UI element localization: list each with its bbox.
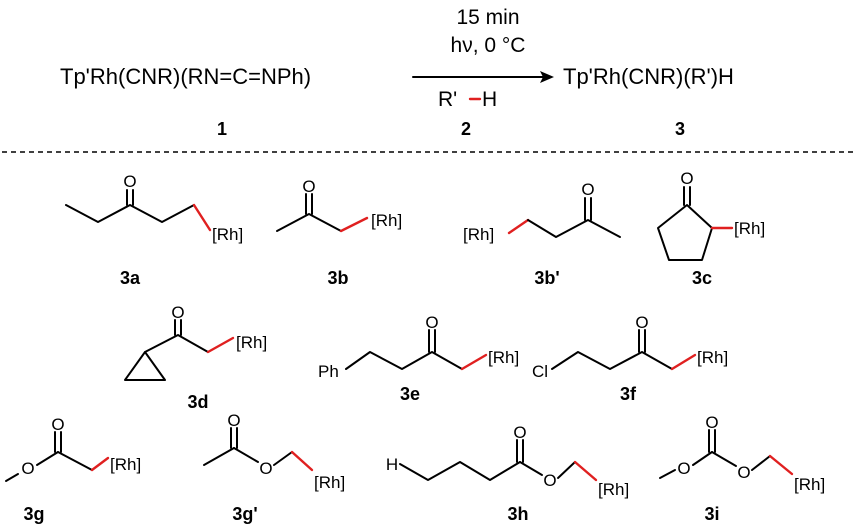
compound-label: 3h (507, 504, 528, 524)
compound-3e: Ph O [Rh] 3e (318, 313, 519, 404)
rhodium-atom: [Rh] (488, 348, 519, 367)
compound-3c: O [Rh] 3c (657, 169, 765, 288)
reagent-label: 2 (461, 119, 471, 139)
compound-3b-prime: [Rh] O 3b' (463, 180, 621, 288)
rhodium-atom: [Rh] (212, 225, 243, 244)
oxygen-atom: O (227, 411, 240, 430)
rhodium-atom: [Rh] (794, 475, 825, 494)
rhodium-atom: [Rh] (697, 348, 728, 367)
reactant-label: 1 (217, 119, 227, 139)
reagent-r-group: R' (438, 88, 457, 111)
phenyl-group: Ph (318, 362, 339, 381)
compound-label: 3i (704, 504, 719, 524)
compound-label: 3a (120, 268, 141, 288)
compound-3g: O O [Rh] 3g (5, 415, 141, 524)
oxygen-atom: O (705, 413, 718, 432)
compound-3b: O [Rh] 3b (276, 177, 402, 288)
compound-3f: Cl O [Rh] 3f (532, 313, 728, 404)
oxygen-atom: O (21, 459, 34, 478)
oxygen-atom: O (680, 169, 693, 188)
reagent-hydrogen: H (482, 88, 497, 111)
oxygen-atom: O (677, 459, 690, 478)
rhodium-atom: [Rh] (463, 225, 494, 244)
oxygen-atom: O (123, 172, 136, 191)
oxygen-atom: O (543, 471, 556, 490)
condition-time: 15 min (456, 6, 519, 29)
compound-label: 3f (620, 384, 637, 404)
compound-label: 3e (400, 384, 420, 404)
rhodium-atom: [Rh] (314, 473, 345, 492)
compound-3g-prime: O O [Rh] 3g' (203, 411, 345, 524)
reaction-arrow (412, 71, 554, 83)
oxygen-atom: O (635, 313, 648, 332)
compound-label: 3g (23, 504, 44, 524)
compound-label: 3c (692, 268, 712, 288)
chlorine-atom: Cl (532, 362, 548, 381)
rhodium-atom: [Rh] (110, 455, 141, 474)
hydrogen-atom: H (386, 455, 398, 474)
compound-label: 3d (187, 392, 208, 412)
compound-label: 3b' (534, 268, 559, 288)
oxygen-atom: O (51, 415, 64, 434)
oxygen-atom: O (259, 459, 272, 478)
reagent-formula: R' H (438, 88, 497, 111)
compound-3h: H O O [Rh] 3h (386, 423, 629, 524)
rhodium-atom: [Rh] (236, 333, 267, 352)
rhodium-atom: [Rh] (371, 211, 402, 230)
oxygen-atom: O (737, 463, 750, 482)
compound-3d: O [Rh] 3d (124, 303, 267, 412)
rhodium-atom: [Rh] (598, 480, 629, 499)
compound-3a: O [Rh] 3a (65, 172, 243, 288)
rhodium-atom: [Rh] (734, 219, 765, 238)
reactant-formula: Tp'Rh(CNR)(RN=C=NPh) (60, 64, 311, 89)
compound-label: 3g' (232, 504, 257, 524)
product-label: 3 (675, 119, 685, 139)
compound-label: 3b (327, 268, 348, 288)
product-formula: Tp'Rh(CNR)(R')H (563, 64, 734, 89)
oxygen-atom: O (302, 177, 315, 196)
oxygen-atom: O (513, 423, 526, 442)
compound-3i: O O O [Rh] 3i (659, 413, 825, 524)
oxygen-atom: O (171, 303, 184, 322)
oxygen-atom: O (425, 313, 438, 332)
oxygen-atom: O (581, 180, 594, 199)
condition-light-temperature: hν, 0 °C (451, 34, 526, 57)
